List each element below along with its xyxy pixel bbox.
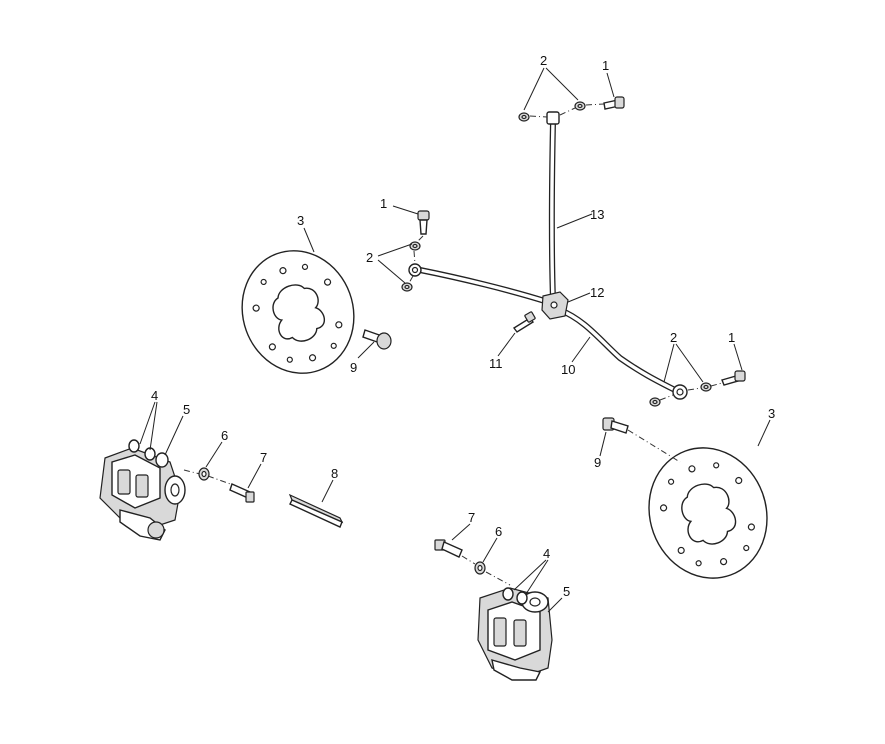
crush-washer-top-left — [518, 112, 530, 122]
callout-7: 7 — [260, 450, 267, 465]
callout-1: 1 — [602, 58, 609, 73]
brake-disc-right — [648, 447, 768, 579]
banjo-fitting-top — [546, 111, 560, 125]
junction-bolt-11 — [512, 311, 536, 333]
crush-washer-left-lower — [401, 282, 413, 292]
banjo-fitting-left — [408, 263, 422, 277]
callout-5: 5 — [183, 402, 190, 417]
callout-6: 6 — [495, 524, 502, 539]
brake-disc-left — [241, 250, 355, 374]
callout-1: 1 — [728, 330, 735, 345]
axis-line-left — [408, 235, 424, 284]
crush-washer-left-upper — [409, 241, 421, 251]
brake-hose-10 — [557, 307, 678, 393]
callout-11: 11 — [489, 356, 503, 371]
bleeder-screw-7-bottom — [434, 539, 463, 558]
brake-caliper-bottom — [477, 587, 553, 681]
caliper-pins-left — [128, 439, 169, 468]
brake-caliper-left — [99, 447, 186, 541]
callout-3: 3 — [297, 213, 304, 228]
callout-12: 12 — [590, 285, 604, 300]
banjo-bolt-left — [417, 210, 430, 235]
callout-4: 4 — [151, 388, 158, 403]
axis-line-disc-right — [627, 429, 681, 463]
leader-lines — [139, 67, 771, 613]
caliper-pins-bottom — [502, 587, 528, 605]
banjo-fitting-right — [672, 384, 688, 400]
bleeder-screw-7-left — [229, 483, 255, 503]
callout-8: 8 — [331, 466, 338, 481]
disc-bolt-right — [602, 417, 629, 434]
callout-3: 3 — [768, 406, 775, 421]
axis-line-top — [529, 103, 605, 118]
disc-bolt-left — [362, 329, 392, 350]
callout-4: 4 — [543, 546, 550, 561]
washer-6-bottom — [474, 561, 486, 575]
callout-10: 10 — [561, 362, 575, 377]
callout-7: 7 — [468, 510, 475, 525]
callout-13: 13 — [590, 207, 604, 222]
axis-line-caliper-left — [183, 469, 237, 487]
callout-6: 6 — [221, 428, 228, 443]
callout-2: 2 — [540, 53, 547, 68]
crush-washer-right — [700, 382, 712, 392]
callout-1: 1 — [380, 196, 387, 211]
callout-5: 5 — [563, 584, 570, 599]
callout-9: 9 — [350, 360, 357, 375]
washer-6-left — [198, 467, 210, 481]
pad-retainer-8 — [288, 493, 344, 528]
brake-hose-13 — [548, 119, 556, 303]
crush-washer-right-lower — [649, 397, 661, 407]
callout-9: 9 — [594, 455, 601, 470]
callout-labels: 1 2 13 1 2 12 3 9 11 10 2 1 3 9 4 5 6 7 … — [151, 53, 775, 599]
callout-2: 2 — [670, 330, 677, 345]
crush-washer-top-right — [574, 101, 586, 111]
brake-hose-left — [417, 267, 551, 305]
axis-line-right — [659, 382, 723, 401]
axis-line-caliper-bottom — [461, 555, 511, 586]
banjo-bolt-right — [721, 370, 746, 386]
brake-junction-block-12 — [541, 291, 569, 320]
banjo-bolt-top — [603, 96, 625, 110]
callout-2: 2 — [366, 250, 373, 265]
